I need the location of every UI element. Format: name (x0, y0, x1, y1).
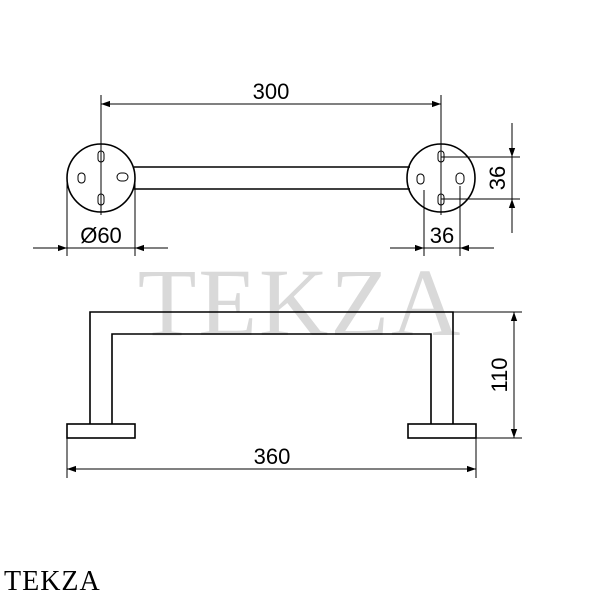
dim-36-vertical: 36 (441, 123, 520, 233)
right-base-plate (407, 423, 477, 439)
dim-360-label: 360 (254, 444, 291, 469)
dim-360: 360 (66, 438, 477, 478)
handle-outer-outline (89, 311, 454, 424)
dim-diameter-label: Ø60 (80, 223, 122, 248)
dim-300-label: 300 (253, 79, 290, 104)
left-base-plate (66, 423, 136, 439)
dim-110: 110 (453, 311, 522, 439)
top-view: 300 Ø60 36 36 (33, 79, 520, 256)
handle-inner-outline (111, 333, 432, 424)
dim-36-horizontal: 36 (390, 186, 494, 256)
side-view: 110 360 (66, 311, 522, 478)
dim-36-vertical-label: 36 (485, 166, 510, 190)
dim-diameter: Ø60 (33, 178, 168, 256)
brand-logo-text: TEKZA (4, 566, 101, 597)
watermark-text: TEKZA (138, 249, 463, 356)
dim-36-horizontal-label: 36 (430, 223, 454, 248)
dim-300: 300 (100, 79, 442, 215)
dim-110-label: 110 (487, 357, 512, 392)
